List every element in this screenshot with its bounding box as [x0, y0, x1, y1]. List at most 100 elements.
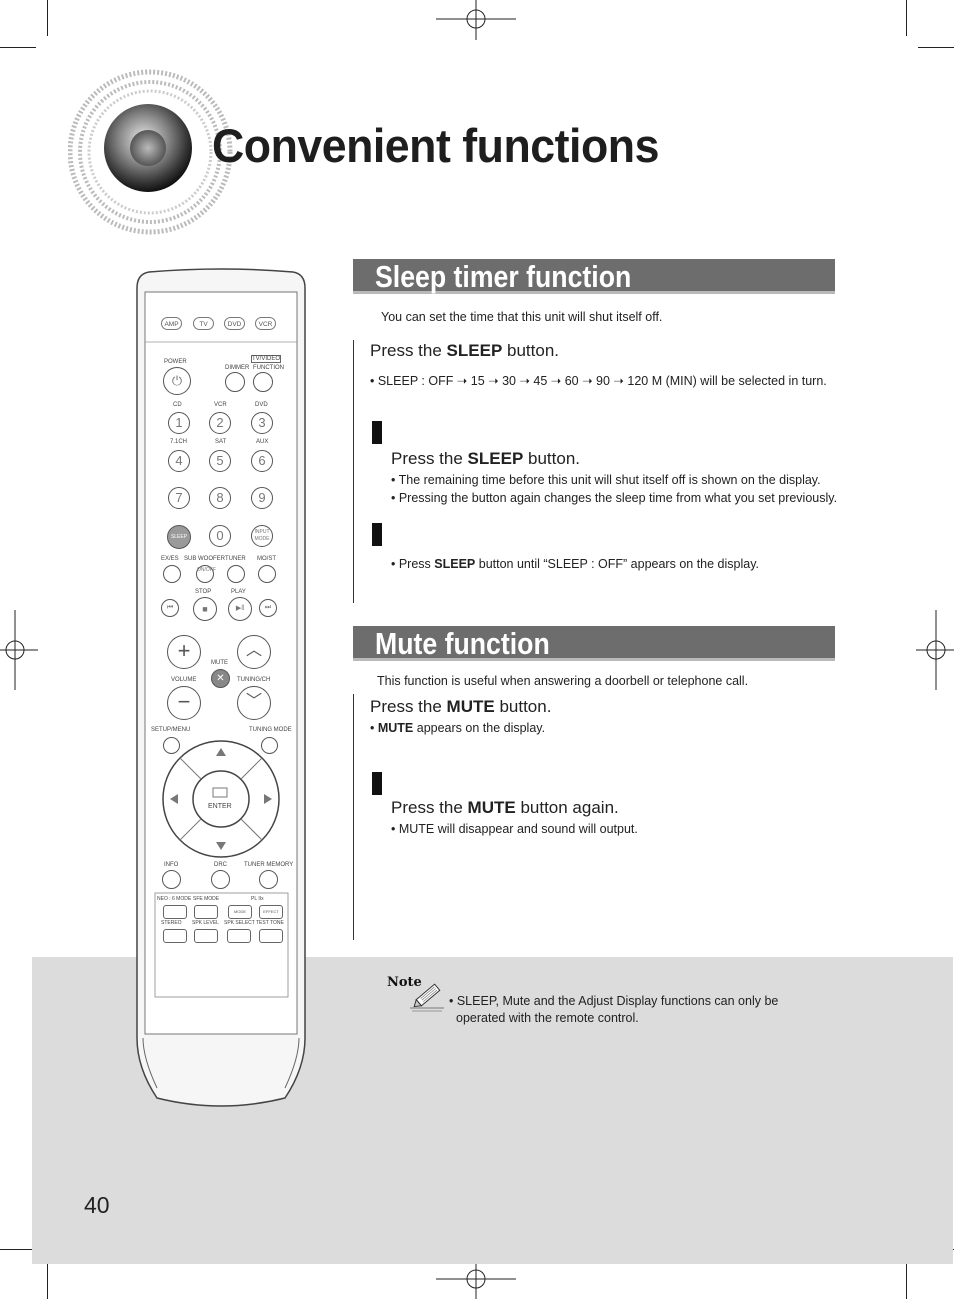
remote-body [136, 268, 306, 1107]
volume-label: VOLUME [171, 677, 197, 683]
digit-4-button[interactable]: 4 [168, 450, 190, 472]
mute-step2: Press the MUTE button again. [391, 798, 619, 817]
neo6-button[interactable] [163, 905, 187, 919]
volume-up-button[interactable]: + [167, 635, 201, 669]
dvd-label: DVD [255, 402, 268, 408]
volume-down-button[interactable]: − [167, 686, 201, 720]
registration-mark-top [436, 0, 516, 40]
sleep-section-heading-bar: Sleep timer function [353, 259, 835, 294]
power-label: POWER [164, 359, 187, 365]
sleep-step2: Press the SLEEP button. [391, 449, 581, 468]
mode-dvd-button[interactable]: DVD [224, 317, 245, 330]
pencil-icon [410, 983, 444, 1012]
mute-section-heading: Mute function [375, 626, 550, 661]
digit-0-button[interactable]: 0 [209, 525, 231, 547]
function-button[interactable] [253, 372, 273, 392]
mode-vcr-button[interactable]: VCR [255, 317, 276, 330]
step-marker [372, 421, 382, 444]
digit-7-button[interactable]: 7 [168, 487, 190, 509]
subwoofer-label: SUB WOOFER [184, 556, 226, 562]
enter-label[interactable]: ENTER [208, 803, 232, 810]
speaker-icon [68, 69, 233, 235]
sleep-step2-note-1: • The remaining time before this unit wi… [391, 473, 821, 487]
digit-1-button[interactable]: 1 [168, 412, 190, 434]
registration-mark-left [0, 610, 38, 690]
tuning-up-button[interactable]: ︿ [237, 635, 271, 669]
test-tone-button[interactable] [259, 929, 283, 943]
mode-tv-button[interactable]: TV [193, 317, 214, 330]
digit-8-button[interactable]: 8 [209, 487, 231, 509]
setup-menu-button[interactable] [163, 737, 180, 754]
most-button[interactable] [258, 565, 276, 583]
mute-button[interactable]: ✕ [211, 669, 230, 688]
function-label: FUNCTION [253, 365, 284, 371]
mute-intro: This function is useful when answering a… [377, 674, 749, 688]
mute-label: MUTE [211, 660, 228, 666]
sleep-step1: Press the SLEEP button. [370, 341, 560, 360]
page-title: Convenient functions [212, 119, 659, 172]
dimmer-label: DIMMER [225, 365, 250, 371]
setup-menu-label: SETUP/MENU [151, 727, 191, 733]
sleep-step2-note-2: • Pressing the button again changes the … [391, 491, 838, 505]
sleep-button[interactable]: SLEEP [167, 525, 191, 549]
tuning-ch-label: TUNING/CH [237, 677, 271, 683]
dimmer-button[interactable] [225, 372, 245, 392]
pl2x-mode-button[interactable]: MODE [228, 905, 252, 919]
sfe-mode-button[interactable] [194, 905, 218, 919]
stereo-button[interactable] [163, 929, 187, 943]
stop-button[interactable]: ■ [193, 597, 217, 621]
stereo-label: STEREO [161, 920, 182, 926]
tuner-memory-label: TUNER MEMORY [244, 862, 294, 868]
mute-step1: Press the MUTE button. [370, 697, 552, 716]
digit-6-button[interactable]: 6 [251, 450, 273, 472]
tuning-down-button[interactable]: ﹀ [237, 686, 271, 720]
mute-section-heading-bar: Mute function [353, 626, 835, 661]
spk-level-button[interactable] [194, 929, 218, 943]
input-mode-button[interactable]: INPUT MODE [251, 525, 273, 547]
sfe-mode-label: SFE MODE [193, 896, 220, 902]
drc-button[interactable] [211, 870, 230, 889]
crop-mark [0, 1249, 36, 1250]
subwoofer-onoff-button[interactable]: ON/OFF [196, 565, 216, 583]
crop-mark [906, 0, 907, 36]
vcr-label: VCR [214, 402, 227, 408]
mute-step2-note: • MUTE will disappear and sound will out… [391, 822, 638, 836]
stop-label: STOP [195, 589, 212, 595]
cd-label: CD [173, 402, 182, 408]
sat-label: SAT [215, 439, 227, 445]
play-pause-button[interactable]: ▶‖ [228, 597, 252, 621]
digit-9-button[interactable]: 9 [251, 487, 273, 509]
play-label: PLAY [231, 589, 246, 595]
crop-mark [47, 0, 48, 36]
skip-forward-button[interactable]: ⏭ [259, 599, 277, 617]
pl2x-effect-button[interactable]: EFFECT [259, 905, 283, 919]
note-label: Note [387, 975, 422, 990]
info-label: INFO [164, 862, 179, 868]
digit-3-button[interactable]: 3 [251, 412, 273, 434]
spk-select-label: SPK SELECT [224, 920, 255, 926]
power-button[interactable]: ⏻ [163, 367, 191, 395]
sleep-step3-note: • Press SLEEP button until “SLEEP : OFF”… [391, 557, 759, 571]
tuner-button[interactable] [227, 565, 245, 583]
sleep-section-heading: Sleep timer function [375, 259, 632, 294]
digit-2-button[interactable]: 2 [209, 412, 231, 434]
ch71-label: 7.1CH [170, 439, 188, 445]
tuning-mode-button[interactable] [261, 737, 278, 754]
most-label: MO/ST [257, 556, 276, 562]
digit-5-button[interactable]: 5 [209, 450, 231, 472]
aux-label: AUX [256, 439, 269, 445]
tuner-memory-button[interactable] [259, 870, 278, 889]
info-button[interactable] [162, 870, 181, 889]
skip-back-button[interactable]: ⏮ [161, 599, 179, 617]
registration-mark-right [916, 610, 954, 690]
spk-select-button[interactable] [227, 929, 251, 943]
tuner-label: TUNER [225, 556, 246, 562]
test-tone-label: TEST TONE [256, 920, 284, 926]
pl2x-label: PL IIx [251, 896, 264, 902]
mode-amp-button[interactable]: AMP [161, 317, 182, 330]
tvvideo-label: TV/VIDEO [251, 355, 282, 363]
note-line-1: • SLEEP, Mute and the Adjust Display fun… [449, 994, 779, 1008]
note-line-2: operated with the remote control. [456, 1011, 639, 1025]
exes-button[interactable] [163, 565, 181, 583]
step-marker [372, 772, 382, 795]
